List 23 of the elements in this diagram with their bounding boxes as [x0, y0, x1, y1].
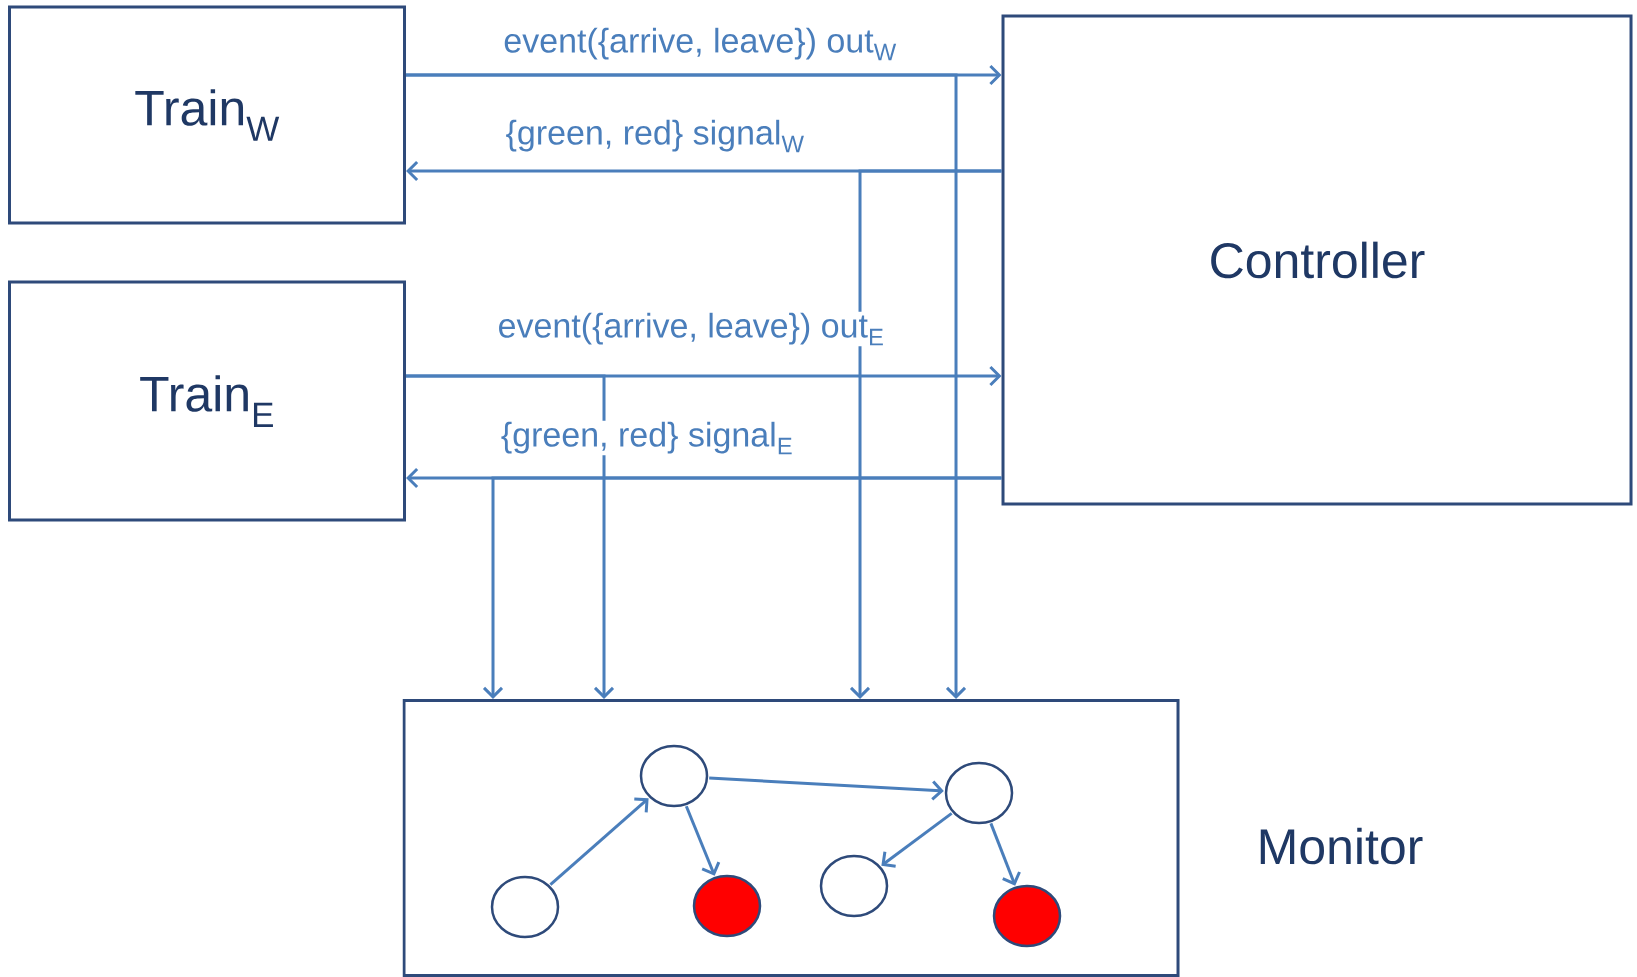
- process-box: Controller: [1001, 14, 1633, 506]
- circle: [944, 761, 1014, 825]
- heading: Monitor: [1260, 827, 1423, 865]
- arrow: [881, 812, 953, 868]
- arrow: [709, 776, 944, 801]
- filled-circle: [992, 884, 1062, 948]
- edge-label: event({arrive, leave}) out$_{E}$: [496, 311, 886, 347]
- circle: [819, 854, 889, 918]
- circle: [639, 744, 709, 808]
- process-box: Train$_{W}$: [8, 5, 406, 225]
- edge-label: {green, red} signal$_{W}$: [504, 118, 806, 154]
- arrow: [406, 374, 615, 699]
- process-box: Train$_{E}$: [8, 280, 406, 522]
- arrow: [684, 805, 721, 876]
- edge-label: event({arrive, leave}) out$_{W}$: [502, 26, 898, 62]
- arrow: [406, 73, 967, 699]
- arrow: [549, 797, 649, 886]
- arrow: [849, 169, 1002, 699]
- arrow: [989, 822, 1021, 886]
- circle: [490, 875, 560, 939]
- arrow: [482, 476, 1002, 699]
- edge-label: {green, red} signal$_{E}$: [499, 420, 795, 456]
- filled-circle: [692, 874, 762, 938]
